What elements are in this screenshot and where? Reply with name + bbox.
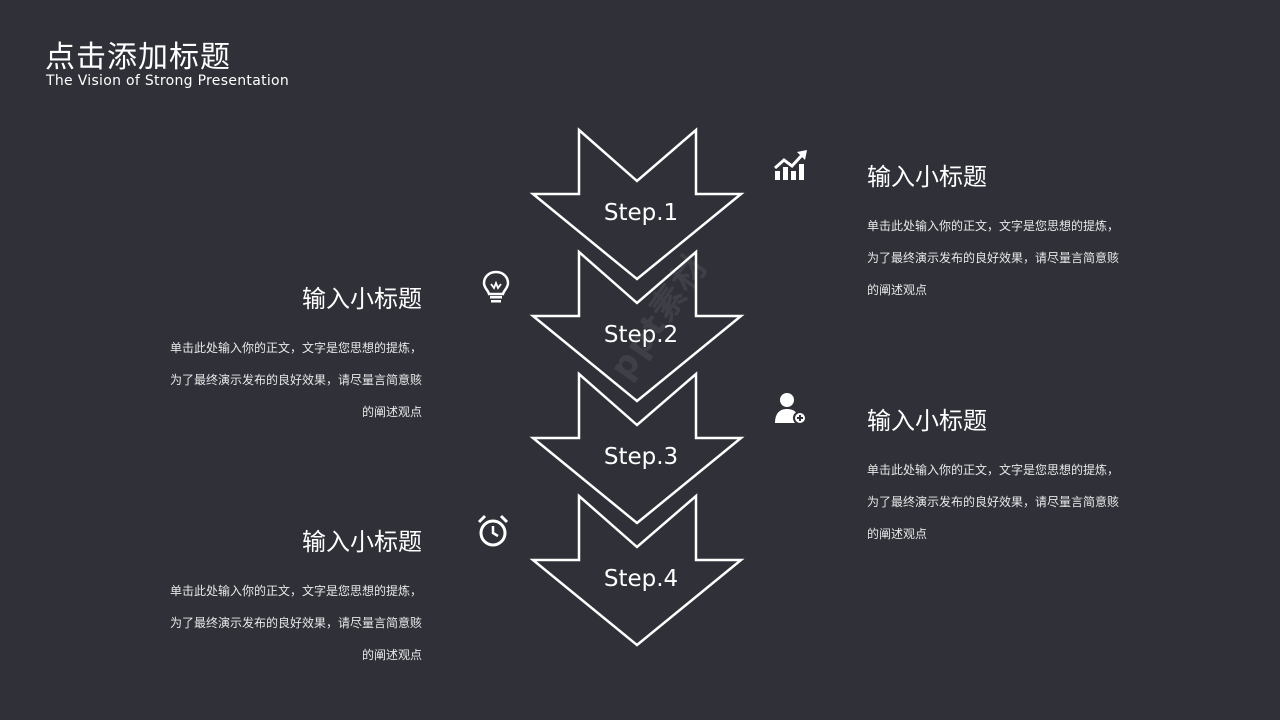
step-arrow-4	[529, 493, 745, 647]
block-body: 单击此处输入你的正文，文字是您思想的提炼， 为了最终演示发布的良好效果，请尽量言…	[867, 210, 1157, 306]
block-body-line: 的阐述观点	[361, 648, 422, 662]
step-label-3: Step.3	[604, 444, 678, 470]
text-block-4: 输入小标题 单击此处输入你的正文，文字是您思想的提炼， 为了最终演示发布的良好效…	[132, 522, 422, 671]
block-body-line: 单击此处输入你的正文，文字是您思想的提炼，	[867, 219, 1120, 233]
block-body-line: 单击此处输入你的正文，文字是您思想的提炼，	[169, 341, 422, 355]
add-user-icon	[772, 391, 808, 427]
alarm-clock-icon	[475, 513, 511, 549]
step-arrow-1	[529, 127, 745, 281]
block-heading: 输入小标题	[302, 285, 422, 313]
step-label-1: Step.1	[604, 200, 678, 226]
text-block-1: 输入小标题 单击此处输入你的正文，文字是您思想的提炼， 为了最终演示发布的良好效…	[867, 157, 1157, 306]
chart-growth-icon	[772, 147, 808, 183]
block-body-line: 单击此处输入你的正文，文字是您思想的提炼，	[169, 584, 422, 598]
block-body-line: 的阐述观点	[867, 283, 928, 297]
lightbulb-icon	[478, 269, 514, 305]
block-body-line: 为了最终演示发布的良好效果，请尽量言简意赅	[169, 616, 422, 630]
block-body-line: 单击此处输入你的正文，文字是您思想的提炼，	[867, 463, 1120, 477]
block-body-line: 为了最终演示发布的良好效果，请尽量言简意赅	[867, 251, 1120, 265]
block-body-line: 的阐述观点	[361, 405, 422, 419]
block-heading: 输入小标题	[867, 407, 987, 435]
step-label-2: Step.2	[604, 322, 678, 348]
text-block-2: 输入小标题 单击此处输入你的正文，文字是您思想的提炼， 为了最终演示发布的良好效…	[132, 279, 422, 428]
text-block-3: 输入小标题 单击此处输入你的正文，文字是您思想的提炼， 为了最终演示发布的良好效…	[867, 401, 1157, 550]
step-arrow-3	[529, 371, 745, 525]
block-body-line: 为了最终演示发布的良好效果，请尽量言简意赅	[867, 495, 1120, 509]
page-subtitle: The Vision of Strong Presentation	[46, 73, 290, 89]
block-heading: 输入小标题	[302, 528, 422, 556]
step-arrow-2	[529, 249, 745, 403]
block-body: 单击此处输入你的正文，文字是您思想的提炼， 为了最终演示发布的良好效果，请尽量言…	[867, 454, 1157, 550]
page-title: 点击添加标题	[45, 40, 231, 75]
block-body-line: 为了最终演示发布的良好效果，请尽量言简意赅	[169, 373, 422, 387]
block-heading: 输入小标题	[867, 163, 987, 191]
block-body: 单击此处输入你的正文，文字是您思想的提炼， 为了最终演示发布的良好效果，请尽量言…	[132, 332, 422, 428]
block-body-line: 的阐述观点	[867, 527, 928, 541]
step-label-4: Step.4	[604, 566, 678, 592]
block-body: 单击此处输入你的正文，文字是您思想的提炼， 为了最终演示发布的良好效果，请尽量言…	[132, 575, 422, 671]
